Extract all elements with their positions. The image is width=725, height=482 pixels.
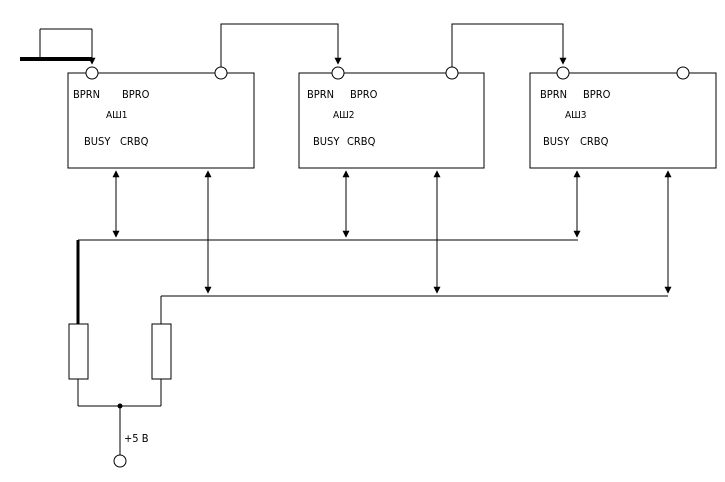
busy-label-ash3: BUSY <box>543 135 570 148</box>
supply-wiring <box>77 379 162 455</box>
bpro-port-ash1 <box>214 66 228 80</box>
block-name-ash3: АШ3 <box>565 110 587 121</box>
crbq-label-ash3: CRBQ <box>580 135 609 148</box>
block-ash1: BPRN BPRO АШ1 BUSY CRBQ <box>67 66 255 169</box>
crbq-label-ash2: CRBQ <box>347 135 376 148</box>
bprn-label-ash3: BPRN <box>540 88 567 101</box>
ground-symbol <box>20 28 96 65</box>
block-ash2: BPRN BPRO АШ2 BUSY CRBQ <box>298 66 485 169</box>
pullup-resistor-crbq <box>151 323 172 380</box>
bpro-label-ash1: BPRO <box>122 88 150 101</box>
daisy-chain-link-1-2 <box>220 23 342 67</box>
busy-bus-line <box>76 239 578 324</box>
pullup-resistor-busy <box>68 323 89 380</box>
supply-label: +5 В <box>124 432 149 445</box>
bpro-port-ash2 <box>445 66 459 80</box>
bprn-port-ash1 <box>85 66 99 80</box>
daisy-chain-link-2-3 <box>451 23 567 67</box>
supply-terminal <box>113 454 127 468</box>
block-name-ash1: АШ1 <box>106 110 128 121</box>
bprn-port-ash3 <box>556 66 570 80</box>
busy-label-ash1: BUSY <box>84 135 111 148</box>
bpro-label-ash3: BPRO <box>583 88 611 101</box>
block-name-ash2: АШ2 <box>333 110 355 121</box>
bprn-label-ash1: BPRN <box>73 88 100 101</box>
crbq-bus-line <box>160 295 668 324</box>
bpro-label-ash2: BPRO <box>350 88 378 101</box>
bpro-port-ash3 <box>676 66 690 80</box>
crbq-label-ash1: CRBQ <box>120 135 149 148</box>
bprn-port-ash2 <box>331 66 345 80</box>
block-ash3: BPRN BPRO АШ3 BUSY CRBQ <box>529 66 717 169</box>
bprn-label-ash2: BPRN <box>307 88 334 101</box>
busy-label-ash2: BUSY <box>313 135 340 148</box>
